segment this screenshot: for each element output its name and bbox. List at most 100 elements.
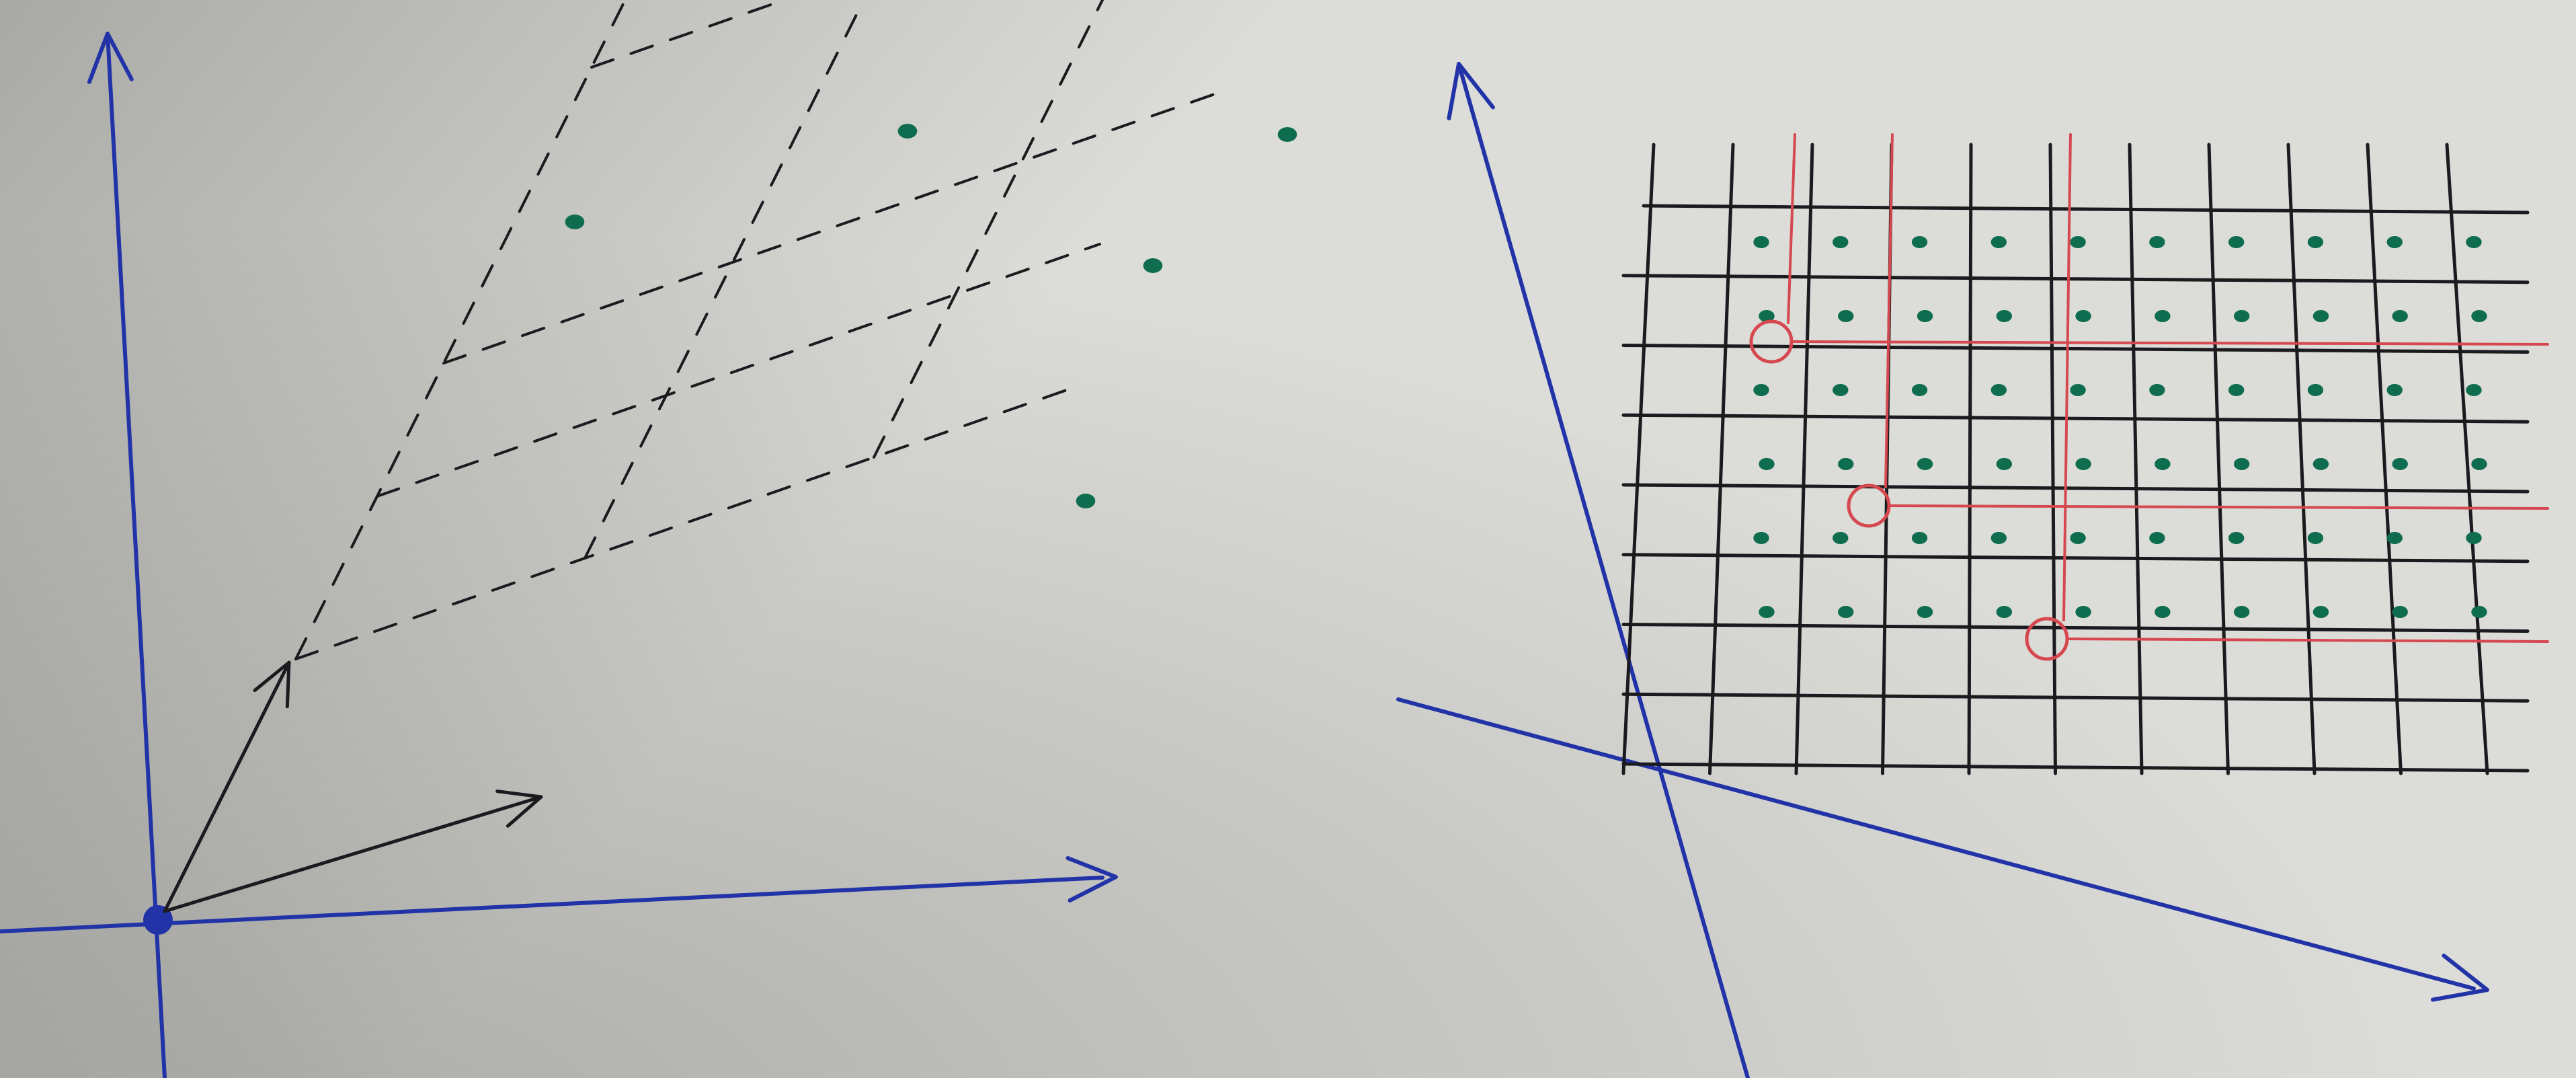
right-green-point-12 <box>1917 310 1933 322</box>
right-green-point-35 <box>2155 458 2171 470</box>
grid-vline-9 <box>2366 143 2403 775</box>
basis-vector-a <box>163 660 291 913</box>
right-x-axis-arrow-icon <box>2431 954 2489 1002</box>
grid-vline-4 <box>1967 143 1973 775</box>
grid-vline-5 <box>2048 143 2057 775</box>
red-vertical-line-0 <box>1787 133 1796 324</box>
right-green-point-17 <box>2312 310 2329 322</box>
right-green-point-47 <box>2307 532 2324 544</box>
right-green-point-6 <box>2228 236 2245 248</box>
right-x-axis <box>1396 697 2476 991</box>
grid-vline-0 <box>1621 143 1656 775</box>
red-horizontal-line-0 <box>1790 340 2549 346</box>
right-green-point-7 <box>2307 236 2324 248</box>
lattice-line-col-1 <box>583 0 866 560</box>
right-green-point-48 <box>2386 532 2403 544</box>
right-green-point-55 <box>2155 606 2171 618</box>
grid-vline-1 <box>1708 143 1735 775</box>
right-green-point-15 <box>2155 310 2171 322</box>
right-green-point-9 <box>2466 236 2482 248</box>
right-green-point-38 <box>2392 458 2408 470</box>
right-green-point-57 <box>2312 606 2329 618</box>
right-green-point-42 <box>1911 532 1928 544</box>
left-green-point-2 <box>1143 258 1163 273</box>
right-green-point-30 <box>1759 458 1775 470</box>
grid-vline-2 <box>1794 143 1814 775</box>
right-green-point-33 <box>1996 458 2013 470</box>
red-vertical-line-2 <box>2062 133 2072 621</box>
right-green-point-26 <box>2228 384 2245 396</box>
right-green-point-41 <box>1833 532 1849 544</box>
left-green-point-4 <box>1277 127 1297 142</box>
right-green-point-0 <box>1753 236 1769 248</box>
grid-hline-1 <box>1621 274 2530 284</box>
right-green-point-18 <box>2392 310 2408 322</box>
right-green-point-5 <box>2149 236 2165 248</box>
basis-vector-a-arrow-icon <box>253 660 291 709</box>
right-green-point-10 <box>1759 310 1775 322</box>
right-green-point-3 <box>1990 236 2007 248</box>
right-green-point-16 <box>2233 310 2250 322</box>
right-green-point-52 <box>1917 606 1933 618</box>
grid-hline-6 <box>1621 623 2530 633</box>
grid-hline-7 <box>1621 692 2530 703</box>
right-green-point-32 <box>1917 458 1933 470</box>
grid-hline-4 <box>1621 483 2530 494</box>
left-y-axis <box>106 32 167 1078</box>
left-x-axis-arrow-icon <box>1065 856 1118 902</box>
right-green-point-13 <box>1996 310 2013 322</box>
right-y-axis-arrow-icon <box>1447 62 1495 120</box>
right-figure <box>1396 62 2549 1078</box>
right-green-point-36 <box>2233 458 2250 470</box>
right-green-point-39 <box>2471 458 2487 470</box>
grid-vline-7 <box>2207 143 2230 775</box>
left-green-point-3 <box>1076 494 1096 508</box>
right-green-point-25 <box>2149 384 2165 396</box>
right-green-point-40 <box>1753 532 1769 544</box>
red-horizontal-line-1 <box>1888 504 2549 510</box>
right-green-point-44 <box>2070 532 2086 544</box>
right-green-point-1 <box>1833 236 1849 248</box>
lattice-line-row-0 <box>294 385 1078 660</box>
right-green-point-31 <box>1838 458 1854 470</box>
basis-vector-b <box>163 795 543 913</box>
grid-vline-6 <box>2128 143 2144 775</box>
right-green-point-49 <box>2466 532 2482 544</box>
grid-hline-3 <box>1621 413 2530 424</box>
right-green-point-46 <box>2228 532 2245 544</box>
grid-vline-8 <box>2286 143 2317 775</box>
right-green-point-8 <box>2386 236 2403 248</box>
grid-hline-8 <box>1621 762 2530 773</box>
right-green-point-50 <box>1759 606 1775 618</box>
right-green-point-28 <box>2386 384 2403 396</box>
left-green-point-1 <box>897 124 918 139</box>
right-green-point-21 <box>1833 384 1849 396</box>
red-vertical-line-1 <box>1884 133 1894 488</box>
lattice-line-row-1 <box>442 89 1225 364</box>
lattice-line-col-0 <box>294 0 627 660</box>
right-green-point-43 <box>1990 532 2007 544</box>
lattice-line-row-extra <box>376 243 1101 498</box>
right-green-point-19 <box>2471 310 2487 322</box>
right-green-point-14 <box>2075 310 2091 322</box>
right-green-point-54 <box>2075 606 2091 618</box>
right-green-point-34 <box>2075 458 2091 470</box>
right-green-point-56 <box>2233 606 2250 618</box>
right-green-point-2 <box>1911 236 1928 248</box>
right-green-point-37 <box>2312 458 2329 470</box>
lattice-line-row-2 <box>590 0 789 69</box>
right-green-point-24 <box>2070 384 2086 396</box>
left-x-axis <box>0 876 1104 933</box>
right-green-point-11 <box>1838 310 1854 322</box>
right-green-point-29 <box>2466 384 2482 396</box>
right-green-point-59 <box>2471 606 2487 618</box>
right-green-point-22 <box>1911 384 1928 396</box>
right-green-point-4 <box>2070 236 2086 248</box>
lattice-line-col-2 <box>873 0 1104 459</box>
left-y-axis-arrow-icon <box>87 32 134 84</box>
left-figure <box>0 0 1297 1078</box>
basis-vector-b-arrow-icon <box>495 790 543 828</box>
